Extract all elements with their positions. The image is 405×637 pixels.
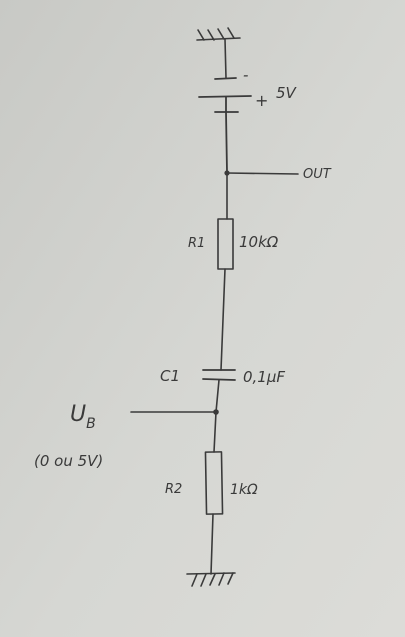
input-label-subscript: B [86, 416, 96, 432]
r1-name-label: R1 [188, 236, 205, 251]
battery-minus-sign: - [243, 66, 248, 84]
top-ground-symbol [196, 27, 241, 79]
bottom-ground-symbol [186, 572, 236, 587]
battery-voltage-label: 5V [276, 84, 298, 102]
input-label: UB [70, 402, 96, 432]
c1-value-label: 0,1µF [243, 368, 285, 386]
output-label: OUT [303, 167, 332, 182]
battery-plus-sign: + [255, 91, 268, 110]
r2-value-label: 1kΩ [230, 482, 258, 498]
r1-value-label: 10kΩ [239, 233, 279, 251]
input-range-label: (0 ou 5V) [34, 452, 103, 470]
wire-c1-to-input-node [215, 379, 220, 413]
c1-name-label: C1 [160, 367, 180, 385]
wire-node-to-r2 [213, 411, 217, 453]
resistor-r2 [204, 451, 224, 515]
battery-symbol [198, 77, 252, 173]
input-label-main: U [70, 402, 86, 427]
r2-name-label: R2 [165, 482, 182, 497]
wire-r2-to-ground [210, 513, 214, 575]
wire-r1-to-c1 [220, 268, 226, 371]
output-node [226, 172, 299, 175]
